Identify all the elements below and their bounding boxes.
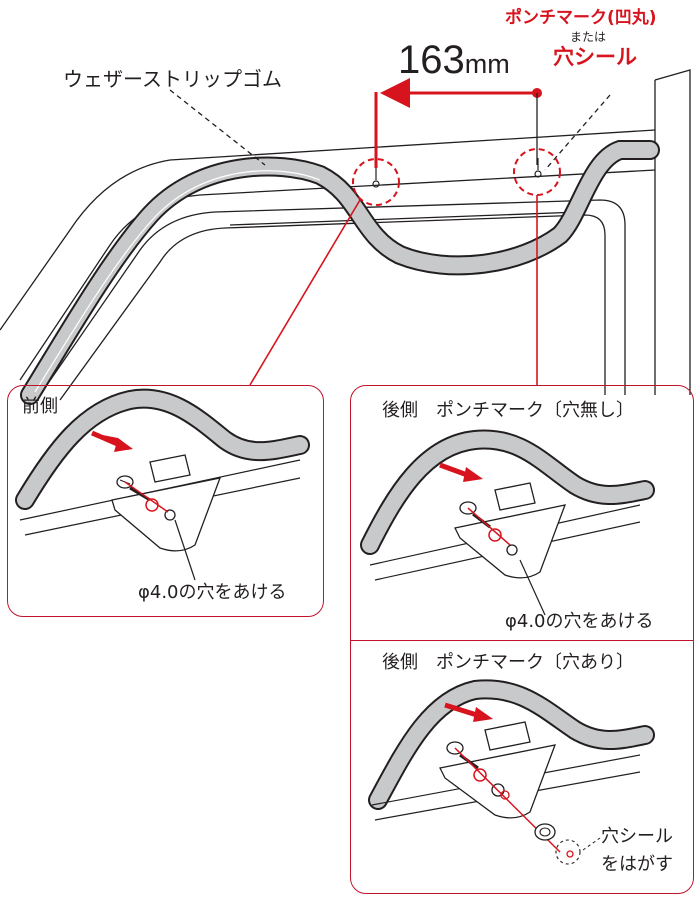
weather-strip-main — [20, 140, 660, 405]
dimension-unit: mm — [464, 49, 510, 79]
seal-note-line1: 穴シール — [601, 826, 673, 847]
seal-note-line2: をはがす — [601, 854, 673, 875]
rear-with-hole-illustration — [368, 679, 655, 865]
rear-no-hole-note: φ4.0の穴をあける — [505, 611, 654, 632]
rear-panels — [350, 385, 694, 894]
strip-label: ウェザーストリップゴム — [63, 67, 282, 91]
dimension-arrow — [374, 78, 542, 168]
front-hole-note: φ4.0の穴をあける — [138, 582, 287, 603]
hole-seal-title: 穴シール — [553, 45, 637, 69]
hole-seal-circle — [555, 839, 581, 865]
punch-leader-line — [544, 94, 611, 171]
dimension-value: 163 — [398, 38, 465, 82]
rear-with-hole-title: 後側 ポンチマーク〔穴あり〕 — [382, 652, 634, 673]
connector-lines — [249, 195, 538, 386]
front-panel-illustration — [15, 388, 310, 581]
or-text: または — [570, 30, 607, 44]
grommet — [534, 823, 556, 841]
rear-no-hole-title: 後側 ポンチマーク〔穴無し〕 — [382, 400, 634, 421]
punch-mark-title: ポンチマーク(凹丸) — [505, 8, 657, 28]
door-frame — [0, 69, 691, 401]
dimension-label: 163mm — [398, 40, 510, 80]
strip-leader-line — [169, 89, 266, 166]
rear-panels-divider — [351, 640, 693, 641]
punch-marks — [372, 158, 542, 188]
rear-no-hole-illustration — [360, 429, 655, 616]
front-panel-title: 前側 — [22, 396, 58, 417]
front-panel — [7, 385, 324, 617]
